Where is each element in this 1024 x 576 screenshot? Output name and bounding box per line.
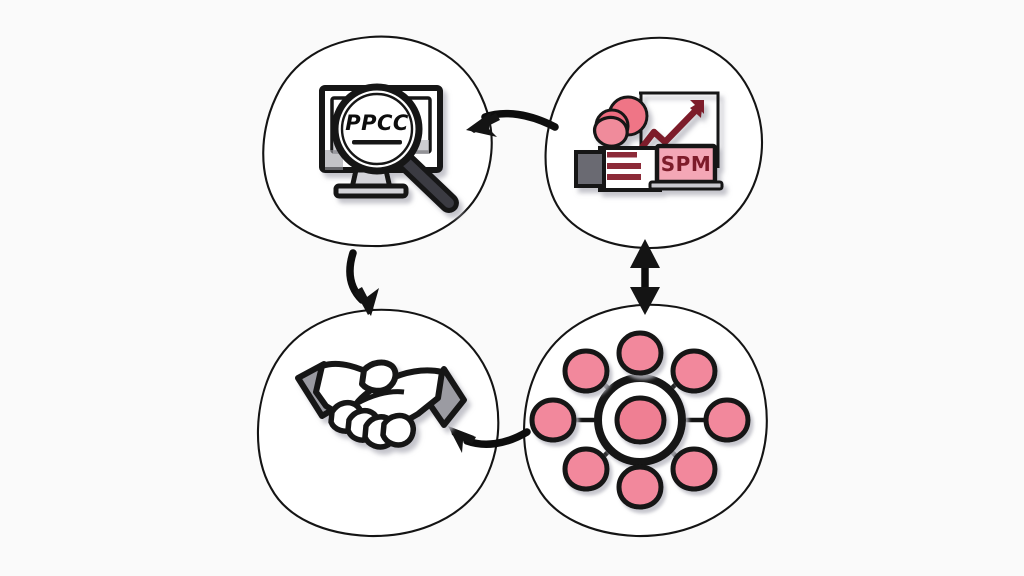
hub-network-icon [529,330,751,510]
satellite-node [616,330,664,376]
arrow-ppcc-to-handshake [346,249,379,316]
node-spm[interactable] [544,36,763,250]
arrow-network-to-handshake [448,426,531,453]
satellite-node [562,446,610,492]
spm-label: SPM [661,152,711,176]
satellite-node [670,348,718,394]
arrow-spm-network-bidirectional [630,239,660,315]
growth-chart-report-icon: SPM [574,91,724,192]
satellite-node [670,446,718,492]
satellite-node [616,464,664,510]
monitor-magnifier-icon: PPCC [319,83,459,213]
node-spm-outline [544,36,763,250]
satellite-node [562,348,610,394]
handshake-icon [295,359,467,450]
arrow-spm-to-ppcc [466,109,559,137]
satellite-node [703,397,751,443]
satellite-node [529,397,577,443]
ppcc-label: PPCC [345,111,409,135]
